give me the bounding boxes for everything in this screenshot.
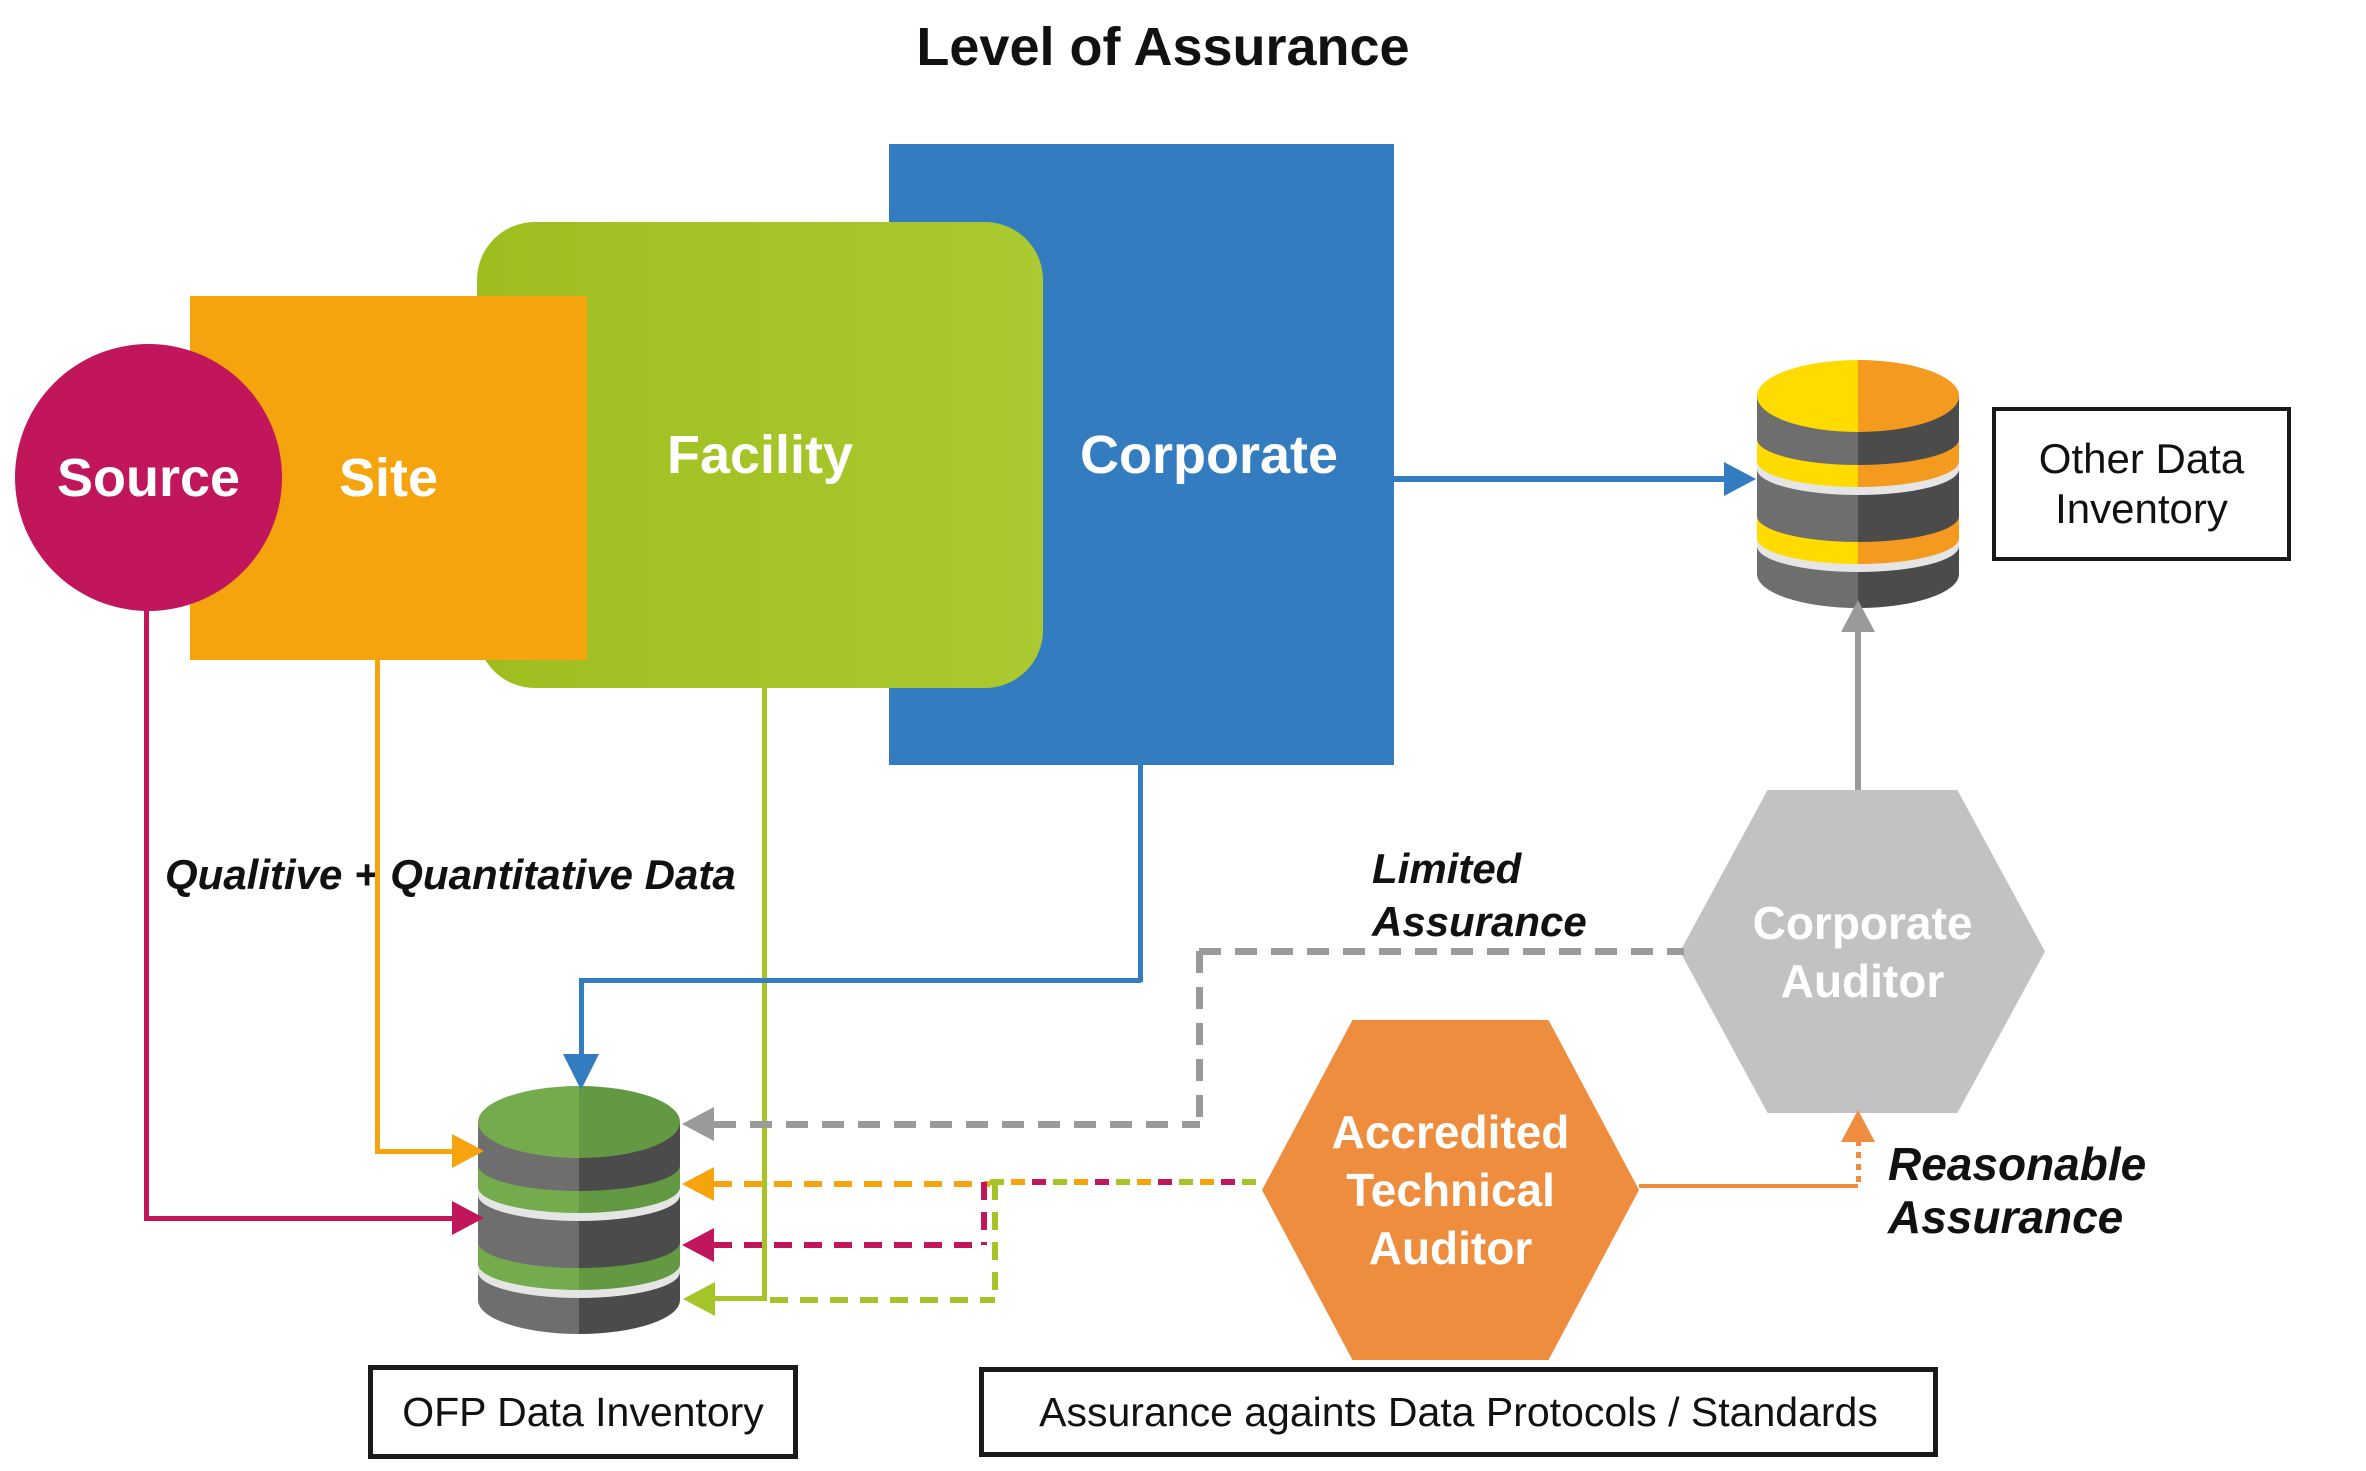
source-line-horizontal (144, 1216, 454, 1221)
other-data-inventory-box: Other Data Inventory (1992, 407, 2291, 561)
other-data-inventory-database-icon (1757, 360, 1959, 608)
corporate-to-other-line (1394, 476, 1726, 482)
corporate-line-vertical-1 (1138, 765, 1143, 982)
green-dash-to-db (770, 1297, 995, 1303)
ofp-data-inventory-box: OFP Data Inventory (368, 1365, 798, 1459)
corporate-to-other-arrowhead-icon (1724, 462, 1756, 496)
orange-dash-to-db (714, 1181, 990, 1187)
auditor-to-other-line (1855, 632, 1861, 790)
qualitative-data-annotation: Qualitive + Quantitative Data (165, 851, 736, 898)
assurance-standards-box: Assurance againts Data Protocols / Stand… (979, 1367, 1938, 1457)
reasonable-assurance-annotation: Reasonable Assurance (1888, 1138, 2147, 1243)
corporate-label: Corporate (1079, 424, 1339, 485)
facility-label: Facility (666, 425, 854, 485)
site-line-vertical (375, 660, 380, 1154)
site-arrowhead-icon (452, 1134, 484, 1168)
site-line-horizontal (375, 1149, 454, 1154)
source-label: Source (56, 447, 241, 508)
reasonable-arrowhead-icon (1841, 1110, 1875, 1142)
level-source-circle: Source (15, 344, 282, 611)
corporate-auditor-label-line2: Auditor (1780, 954, 1945, 1007)
limited-assurance-line2: Assurance (1372, 898, 1587, 945)
other-data-inventory-line2: Inventory (2055, 485, 2228, 532)
corporate-line-vertical-2 (579, 978, 584, 1054)
pink-dash-to-db (714, 1242, 984, 1248)
corporate-auditor-label-line1: Corporate (1752, 896, 1973, 949)
page-title: Level of Assurance (916, 17, 1410, 77)
reasonable-dotted-vertical (1856, 1140, 1861, 1188)
site-label: Site (338, 448, 439, 508)
limited-dash-to-hexagon (1199, 948, 1684, 955)
corporate-label-wrap: Corporate (1014, 144, 1404, 765)
technical-auditor-hexagon: Accredited Technical Auditor (1262, 1020, 1639, 1360)
db-top-disk (478, 1086, 680, 1158)
ofp-data-inventory-database-icon (478, 1086, 680, 1334)
source-line-vertical (144, 606, 149, 1220)
pink-dash-arrowhead-icon (682, 1228, 714, 1262)
source-arrowhead-icon (452, 1201, 484, 1235)
facility-line-vertical (762, 688, 767, 1301)
db-top-disk (1757, 360, 1959, 432)
orange-dash-arrowhead-icon (682, 1167, 714, 1201)
green-dash-vertical (992, 1182, 998, 1300)
tricolor-dash-segment (990, 1179, 1262, 1185)
ofp-data-inventory-label: OFP Data Inventory (402, 1389, 764, 1435)
other-data-inventory-line1: Other Data (2038, 435, 2245, 482)
limited-assurance-annotation: Limited Assurance (1372, 842, 1587, 948)
assurance-standards-label: Assurance againts Data Protocols / Stand… (1039, 1389, 1878, 1435)
limited-dash-to-db (714, 1121, 1200, 1128)
corporate-line-horizontal (579, 978, 1141, 983)
limited-assurance-line1: Limited (1372, 845, 1522, 892)
limited-dash-vertical (1196, 951, 1203, 1124)
facility-line-horizontal (703, 1296, 767, 1301)
auditor-to-other-arrowhead-icon (1841, 600, 1875, 632)
technical-auditor-label-line3: Auditor (1368, 1222, 1533, 1274)
reasonable-line-horizontal (1639, 1184, 1858, 1188)
corporate-auditor-hexagon: Corporate Auditor (1680, 790, 2045, 1113)
limited-dash-arrowhead-icon (682, 1107, 714, 1141)
facility-arrowhead-icon (683, 1282, 715, 1316)
corporate-down-arrowhead-icon (563, 1054, 599, 1090)
pink-dash-vertical (981, 1182, 987, 1245)
technical-auditor-label-line2: Technical (1346, 1164, 1555, 1216)
technical-auditor-label-line1: Accredited (1331, 1106, 1570, 1158)
